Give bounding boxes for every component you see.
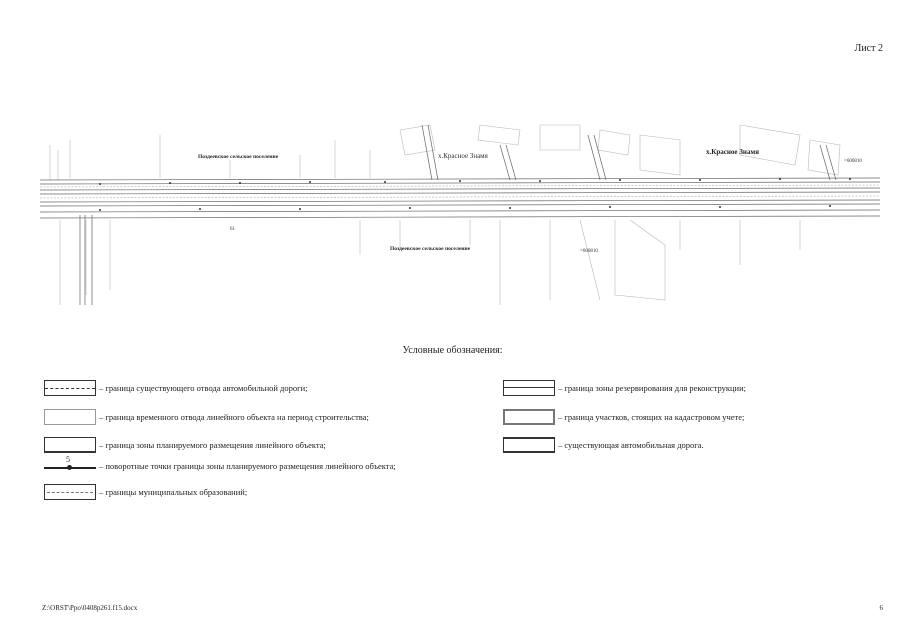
road-map: Поздеевское сельское поселение х.Красное… <box>40 124 880 305</box>
legend-item-existing-allotment: – граница существующего отвода автомобил… <box>44 380 308 396</box>
turning-points <box>99 178 851 211</box>
legend-item-reservation-zone: – граница зоны резервирования для реконс… <box>503 380 746 396</box>
footer-page-number: 6 <box>879 604 884 612</box>
legend-text: – граница зоны планируемого размещения л… <box>99 440 326 450</box>
legend-item-existing-road: – существующая автомобильная дорога. <box>503 437 704 453</box>
legend-title: Условные обозначения: <box>402 345 503 356</box>
footer-file-path: Z:\ORST\Ppo\0408p261.f15.docx <box>42 604 138 612</box>
parcel-label: 61 <box>230 227 236 232</box>
municipality-south-label: Поздеевское сельское поселение <box>390 246 471 252</box>
legend-text: – граница участков, стоящих на кадастров… <box>558 412 745 422</box>
legend-swatch-planned-zone <box>44 437 96 453</box>
municipal-border <box>40 184 880 199</box>
legend-item-temporary-allotment: – граница временного отвода линейного об… <box>44 409 369 425</box>
legend-item-municipal-borders: – границы муниципальных образований; <box>44 484 247 500</box>
road-corridor <box>40 124 880 305</box>
settlement-label-2: х.Красное Знамя <box>706 148 759 156</box>
grid-label-1: =600810 <box>844 159 862 164</box>
legend-text: – граница временного отвода линейного об… <box>99 412 369 422</box>
legend-swatch-turning-points: 5 <box>44 455 96 473</box>
turning-point-number: 5 <box>66 455 70 464</box>
legend-swatch-cadastral-parcels <box>503 409 555 425</box>
legend-item-planned-zone: – граница зоны планируемого размещения л… <box>44 437 326 453</box>
legend-item-turning-points: 5 – поворотные точки границы зоны планир… <box>44 455 396 473</box>
legend-swatch-temporary-allotment <box>44 409 96 425</box>
legend-swatch-existing-road <box>503 437 555 453</box>
legend-swatch-municipal-borders <box>44 484 96 500</box>
parcel-lines <box>49 124 841 305</box>
legend-text: – граница зоны резервирования для реконс… <box>558 383 746 393</box>
legend-text: – поворотные точки границы зоны планируе… <box>99 461 396 471</box>
legend-item-cadastral-parcels: – граница участков, стоящих на кадастров… <box>503 409 744 425</box>
legend-text: – граница существующего отвода автомобил… <box>99 383 308 393</box>
settlement-label-1: х.Красное Знамя <box>438 152 489 160</box>
legend-text: – границы муниципальных образований; <box>99 487 248 497</box>
municipality-north-label: Поздеевское сельское поселение <box>198 154 279 160</box>
sheet-label: Лист 2 <box>854 43 883 54</box>
legend-swatch-existing-allotment <box>44 380 96 396</box>
legend-swatch-reservation-zone <box>503 380 555 396</box>
legend-text: – существующая автомобильная дорога. <box>558 440 704 450</box>
grid-label-2: =600810 <box>580 249 598 254</box>
